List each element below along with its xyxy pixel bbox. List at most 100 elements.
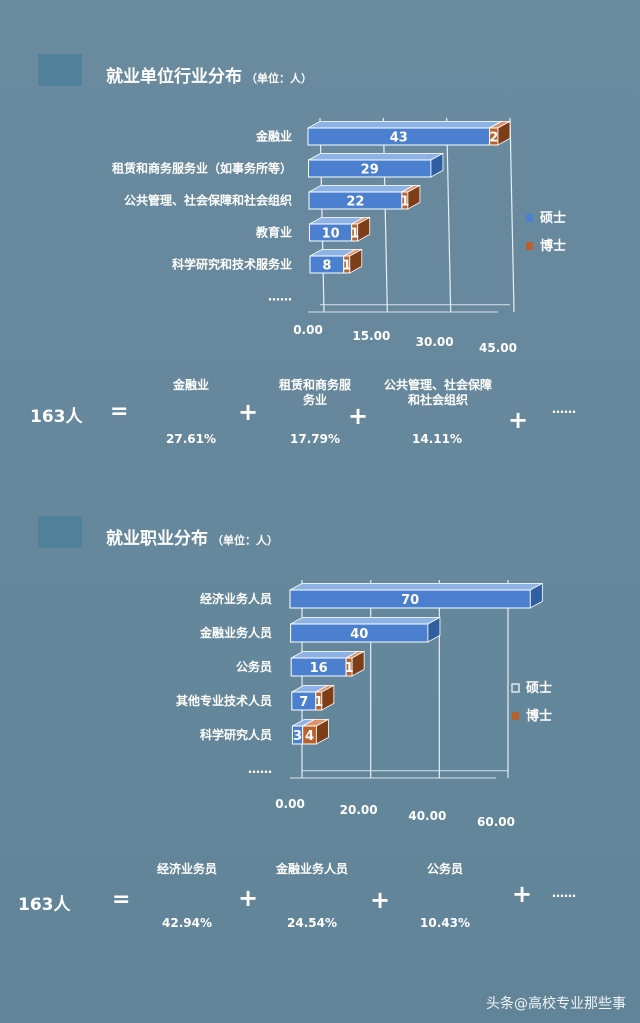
bar-value-label: 4 [305, 729, 314, 744]
eq-percent-2: 17.79% [290, 432, 340, 446]
tick-label: 30.00 [416, 335, 454, 349]
eq-percent-3: 10.43% [420, 916, 470, 930]
title-decoration [38, 516, 82, 548]
bar-硕士-side [427, 616, 441, 643]
eq-category-1: 金融业 [172, 378, 209, 392]
category-label: 经济业务人员 [200, 591, 272, 606]
legend-label: 博士 [526, 708, 552, 724]
plus-sign: + [348, 402, 369, 430]
bar-value-label: 40 [350, 627, 368, 642]
legend-swatch [526, 242, 533, 250]
industry-section: 就业单位行业分布 （单位：人） 0.00 15.00 30.00 45.00 金融业 43 2… [0, 0, 640, 480]
tick-label: 45.00 [479, 341, 517, 355]
gridline [319, 117, 325, 313]
bar-value-label: 43 [390, 131, 408, 146]
title-unit: （单位：人） [212, 534, 278, 547]
eq-category-1: 经济业务员 [156, 862, 217, 876]
legend-swatch [526, 214, 533, 222]
plus-sign: + [512, 880, 533, 908]
eq-category-3: 公务员 [426, 862, 463, 876]
bar-value-label: 16 [310, 661, 328, 676]
bar-博士-side [351, 650, 365, 677]
title-decoration [38, 54, 82, 86]
category-label: 公务员 [236, 659, 272, 674]
legend-label: 硕士 [526, 680, 552, 696]
bar-value-label: 1 [400, 195, 409, 210]
occupation-bar-chart: 0.00 20.00 40.00 60.00 经济业务人员 70 金融业务人员 40 公务员 16… [176, 580, 552, 829]
watermark: 头条@高校专业那些事 [486, 996, 626, 1012]
tick-label: 40.00 [408, 809, 446, 823]
bar-博士-side [321, 684, 335, 711]
eq-ellipsis: …… [552, 886, 576, 900]
total-count: 163人 [18, 895, 71, 915]
bar-value-label: 8 [322, 259, 331, 274]
gridline [509, 117, 515, 313]
title-text: 就业职业分布 [106, 529, 208, 549]
bar-硕士-side [430, 152, 444, 178]
equals-sign: = [110, 399, 129, 424]
plus-sign: + [370, 886, 391, 914]
bar-value-label: 10 [322, 227, 340, 242]
eq-percent-1: 27.61% [166, 432, 216, 446]
plus-sign: + [238, 398, 259, 426]
eq-percent-3: 14.11% [412, 432, 462, 446]
plus-sign: + [238, 884, 259, 912]
category-label: 金融业务人员 [199, 625, 272, 640]
tick-label: 15.00 [352, 329, 390, 343]
bar-博士-side [349, 248, 363, 274]
bar-硕士-top [308, 152, 444, 161]
industry-bar-chart: 0.00 15.00 30.00 45.00 金融业 43 2 租赁和商务服务业（如事务所等）… [112, 117, 566, 355]
bar-value-label: 70 [401, 593, 419, 608]
bar-value-label: 29 [361, 163, 379, 178]
category-label: 租赁和商务服务业（如事务所等） [112, 161, 292, 176]
eq-ellipsis: …… [552, 402, 576, 416]
category-label: 金融业 [255, 129, 292, 144]
bar-硕士-top [289, 583, 543, 591]
category-label: 教育业 [255, 225, 292, 240]
bar-value-label: 2 [489, 131, 498, 146]
plus-sign: + [508, 406, 529, 434]
category-label: 其他专业技术人员 [176, 693, 272, 708]
total-count: 163人 [30, 407, 83, 427]
title-unit: （单位：人） [246, 72, 312, 85]
bar-value-label: 22 [346, 195, 364, 210]
bar-value-label: 7 [299, 695, 308, 710]
tick-label: 60.00 [477, 815, 515, 829]
eq-category-2: 金融业务人员 [275, 862, 348, 876]
category-label: 公共管理、社会保障和社会组织 [124, 193, 292, 208]
industry-chart-title: 就业单位行业分布 （单位：人） [106, 62, 312, 87]
bar-value-label: 1 [314, 695, 323, 710]
legend-swatch [512, 712, 519, 720]
legend-label: 博士 [540, 238, 566, 254]
bar-博士-side [316, 718, 329, 745]
category-label: 科学研究人员 [200, 727, 272, 742]
bar-硕士-top [307, 121, 502, 129]
eq-category-3: 公共管理、社会保障和社会组织 [384, 378, 493, 407]
tick-label: 0.00 [293, 323, 323, 337]
bar-value-label: 1 [345, 661, 354, 676]
bar-博士-side [407, 184, 421, 210]
eq-category-2: 租赁和商务服务业 [279, 378, 352, 407]
tick-label: 0.00 [275, 797, 305, 811]
gridline [382, 117, 388, 313]
bar-value-label: 1 [350, 227, 359, 242]
eq-percent-2: 24.54% [287, 916, 337, 930]
tick-label: 20.00 [340, 803, 378, 817]
category-label: …… [248, 762, 272, 776]
occupation-chart-title: 就业职业分布 （单位：人） [106, 524, 278, 549]
category-label: 科学研究和技术服务业 [172, 257, 292, 272]
eq-percent-1: 42.94% [162, 916, 212, 930]
title-text: 就业单位行业分布 [106, 67, 242, 87]
bar-硕士-top [290, 617, 441, 625]
bar-硕士-top [308, 184, 415, 193]
bar-硕士-side [529, 582, 543, 609]
bar-value-label: 3 [293, 729, 302, 744]
occupation-section: 就业职业分布 （单位：人） 0.00 20.00 40.00 60.00 经济业务人员 70… [0, 500, 640, 960]
bar-value-label: 1 [342, 259, 351, 274]
gridline [446, 117, 452, 313]
bar-博士-side [497, 120, 511, 146]
legend-label: 硕士 [540, 210, 566, 226]
category-label: …… [268, 290, 292, 304]
bar-博士-side [357, 216, 371, 242]
equals-sign: = [112, 887, 131, 912]
